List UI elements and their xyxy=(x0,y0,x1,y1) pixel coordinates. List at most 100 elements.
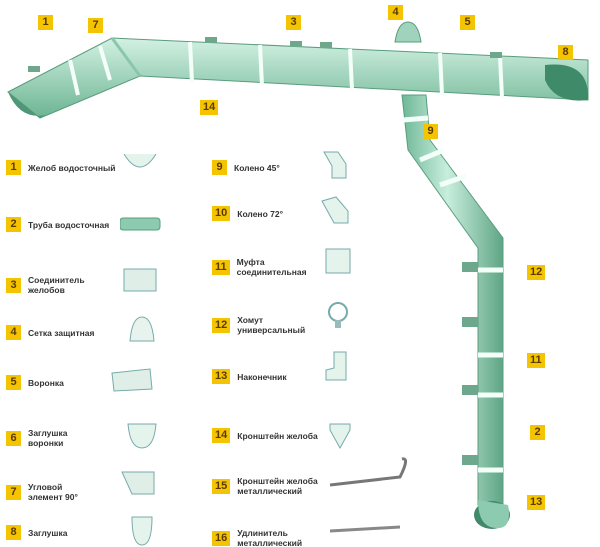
legend-label-line1: Соединитель xyxy=(28,275,85,285)
legend-label-line1: Колено 72° xyxy=(237,208,283,219)
legend-label: Желоб водосточный xyxy=(28,163,116,173)
part-thumbnail-4 xyxy=(129,316,155,342)
callout-11: 11 xyxy=(527,353,545,368)
legend-label-line2: элемент 90° xyxy=(28,492,78,502)
part-thumbnail-16 xyxy=(330,525,401,533)
legend-label-line2: металлический xyxy=(237,538,303,547)
legend-label-line1: Кронштейн желоба xyxy=(237,430,318,441)
legend-item-13: 13 Наконечник xyxy=(212,369,325,384)
legend-number: 16 xyxy=(212,530,231,546)
part-thumbnail-6 xyxy=(127,423,157,449)
part-thumbnail-14 xyxy=(329,423,351,450)
legend-item-9: 9 Колено 45° xyxy=(212,160,322,175)
callout-13: 13 xyxy=(527,495,546,510)
legend-label: Труба водосточная xyxy=(28,220,116,230)
legend-item-1: 1 Желоб водосточный xyxy=(6,160,116,175)
callout-14: 14 xyxy=(200,100,219,115)
legend-number: 6 xyxy=(6,430,21,446)
legend-label: Воронка xyxy=(28,378,116,388)
legend-number: 9 xyxy=(212,160,227,175)
legend-number: 14 xyxy=(212,428,231,443)
callout-9: 9 xyxy=(423,124,438,139)
legend-number: 10 xyxy=(212,206,231,221)
legend-label-line2: воронки xyxy=(28,438,64,448)
part-thumbnail-7 xyxy=(121,471,155,495)
legend-number: 3 xyxy=(6,277,21,293)
callout-8: 8 xyxy=(558,45,573,60)
callout-3: 3 xyxy=(286,15,301,30)
legend-label-line1: Удлинитель xyxy=(237,528,288,538)
legend-number: 11 xyxy=(212,259,230,275)
part-thumbnail-3 xyxy=(123,268,157,292)
part-thumbnail-9 xyxy=(323,151,347,179)
callout-12: 12 xyxy=(527,265,546,280)
legend-label-line1: Заглушка xyxy=(28,527,68,538)
legend-label-line1: Кронштейн желоба xyxy=(237,476,318,486)
legend-number: 2 xyxy=(6,217,21,232)
legend-item-8: 8 Заглушка xyxy=(6,525,116,540)
callout-7: 7 xyxy=(88,18,103,33)
legend-label-line1: Сетка защитная xyxy=(28,327,95,338)
legend-label: Кронштейн желоба xyxy=(237,431,325,441)
end-cap xyxy=(545,64,589,101)
legend-label-line1: Желоб водосточный xyxy=(28,162,116,173)
callout-1: 1 xyxy=(38,15,53,30)
part-thumbnail-8 xyxy=(131,516,153,546)
gutter xyxy=(7,37,589,119)
legend-label-line1: Наконечник xyxy=(237,371,287,382)
part-thumbnail-15 xyxy=(330,457,407,487)
legend-number: 15 xyxy=(212,478,231,494)
downpipe xyxy=(401,94,510,529)
legend-number: 5 xyxy=(6,375,21,390)
legend-label-line2: металлический xyxy=(237,486,303,496)
legend-label-line1: Угловой xyxy=(28,482,63,492)
legend-label: Сетка защитная xyxy=(28,328,116,338)
legend-number: 1 xyxy=(6,160,21,175)
part-thumbnail-10 xyxy=(321,196,349,224)
legend-item-5: 5 Воронка xyxy=(6,375,116,390)
legend-number: 12 xyxy=(212,317,231,333)
callout-4: 4 xyxy=(388,5,403,20)
part-thumbnail-12 xyxy=(328,302,348,328)
legend-label-line1: Муфта xyxy=(236,257,265,267)
callout-2: 2 xyxy=(530,425,545,440)
part-thumbnail-5 xyxy=(111,368,153,392)
legend-label: Наконечник xyxy=(237,372,325,382)
legend-label-line1: Труба водосточная xyxy=(28,219,110,230)
legend-number: 13 xyxy=(212,369,231,384)
legend-item-10: 10 Колено 72° xyxy=(212,206,325,221)
legend-item-14: 14 Кронштейн желоба xyxy=(212,428,325,443)
legend-label: Заглушка xyxy=(28,528,116,538)
legend-label-line2: желобов xyxy=(28,285,65,295)
legend-label: Колено 72° xyxy=(237,209,325,219)
legend-label-line2: соединительная xyxy=(236,267,307,277)
legend-label-line2: универсальный xyxy=(237,325,306,335)
legend-item-2: 2 Труба водосточная xyxy=(6,217,116,232)
legend-label-line1: Колено 45° xyxy=(234,162,280,173)
legend-label: Колено 45° xyxy=(234,163,322,173)
callout-5: 5 xyxy=(460,15,475,30)
legend-number: 8 xyxy=(6,525,21,540)
legend-number: 7 xyxy=(6,484,21,500)
legend-label-line1: Хомут xyxy=(237,315,264,325)
part-thumbnail-11 xyxy=(325,248,351,274)
protective-mesh xyxy=(394,21,422,43)
legend-label-line1: Воронка xyxy=(28,377,64,388)
part-thumbnail-13 xyxy=(325,351,347,381)
